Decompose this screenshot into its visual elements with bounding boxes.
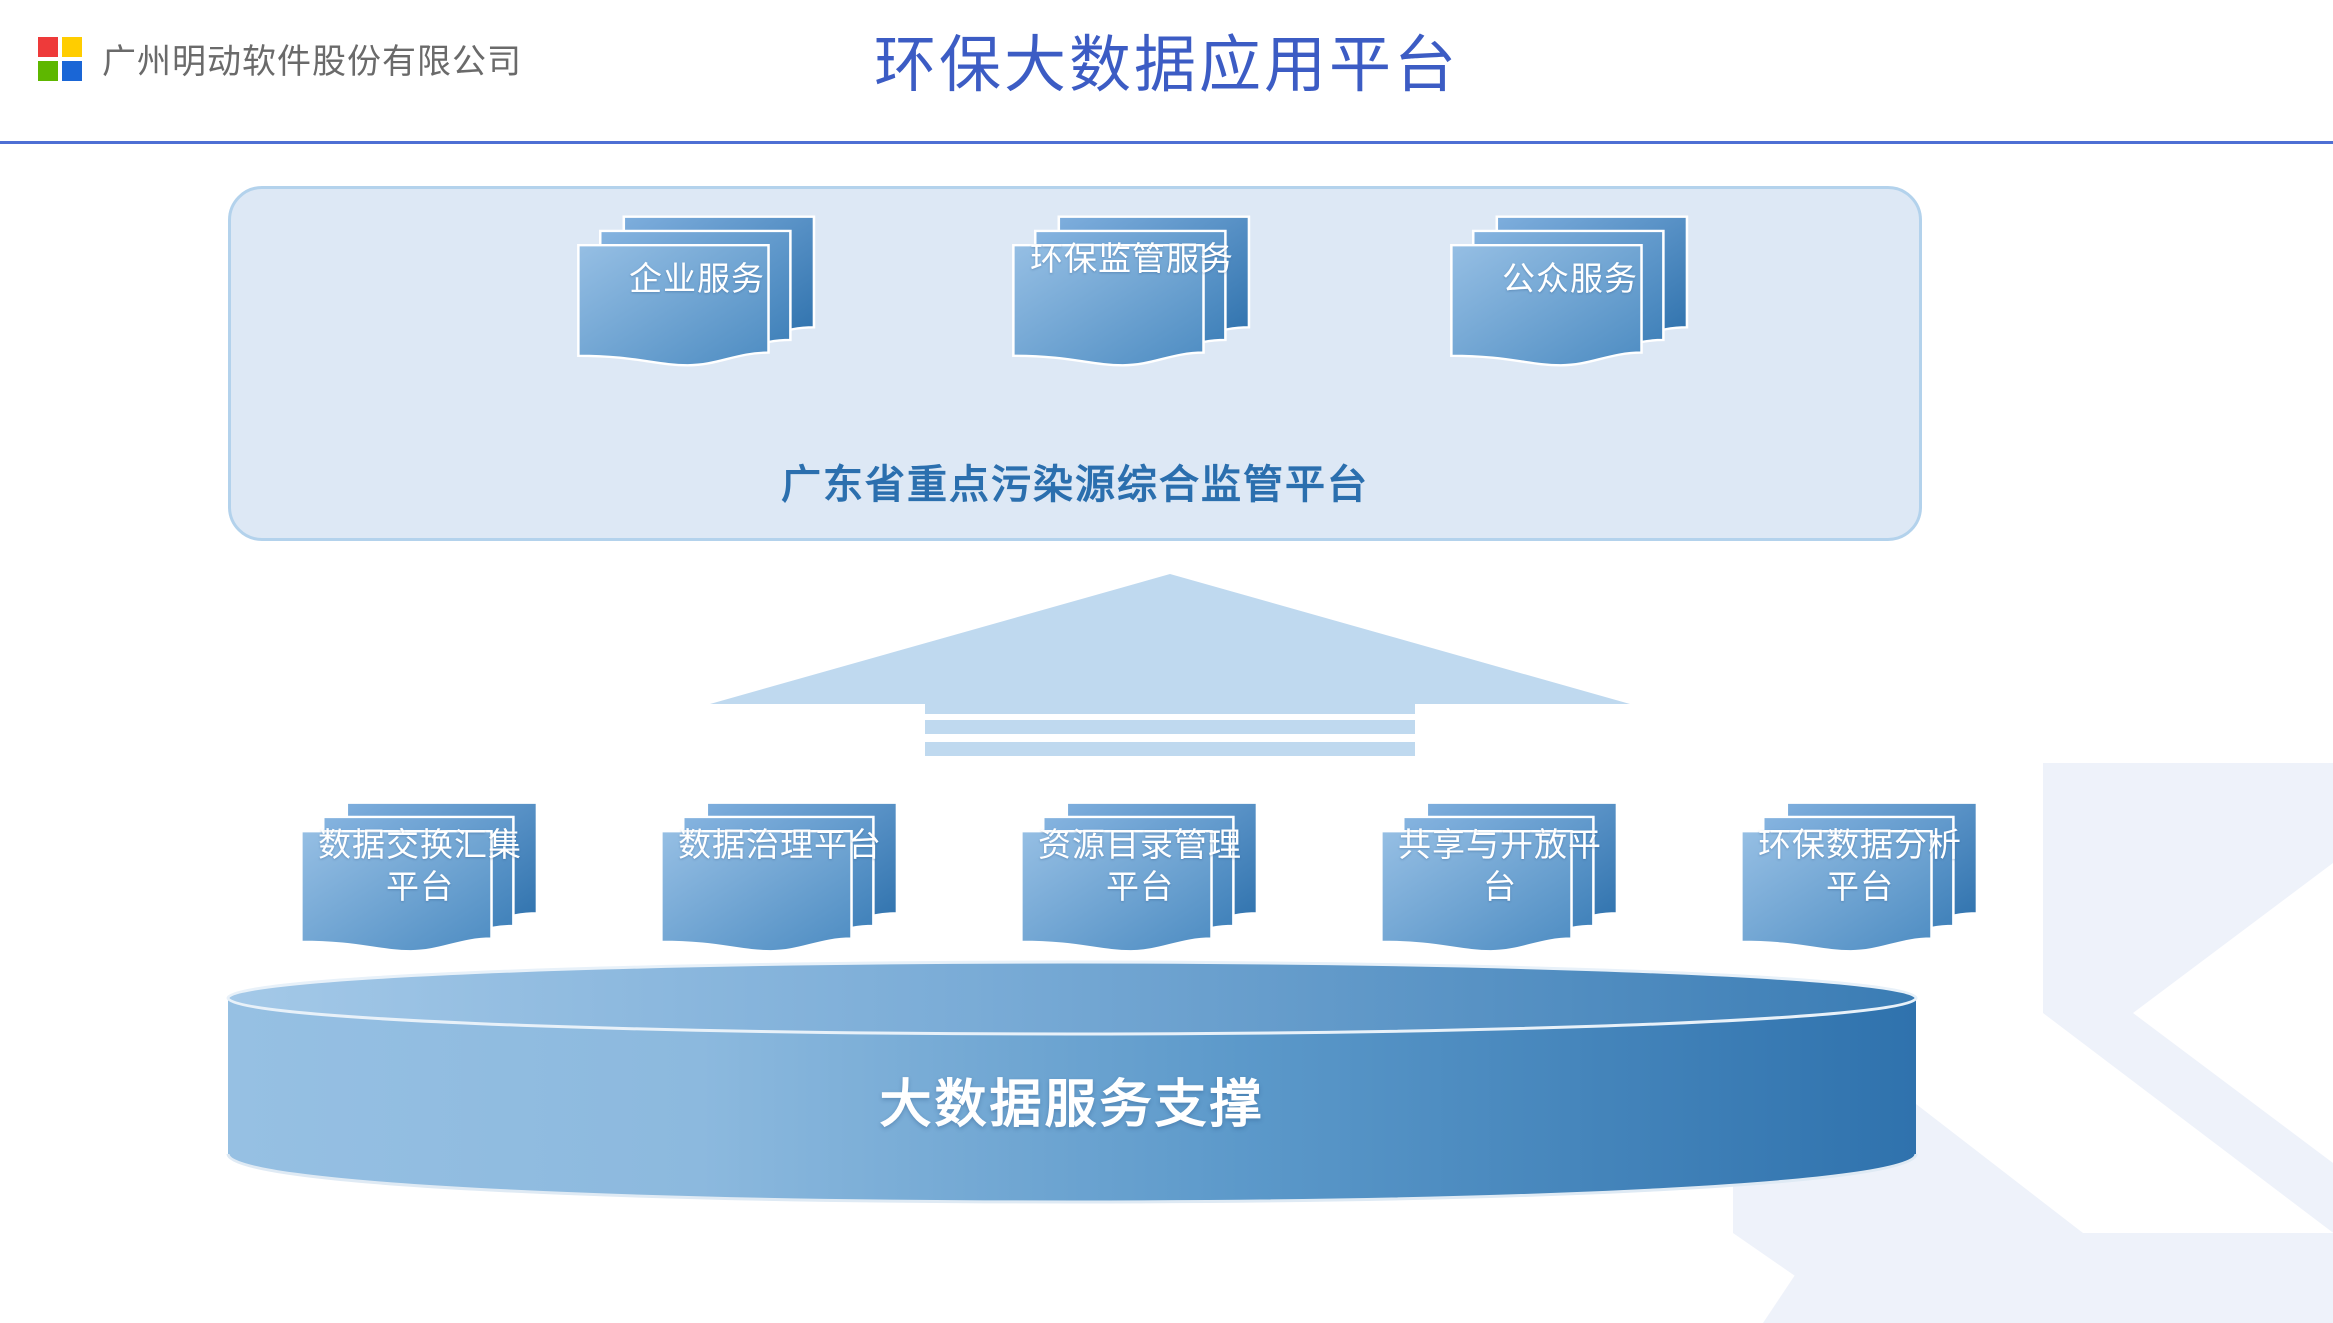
support-card-resource-catalog[interactable]: 资源目录管理平台	[1018, 798, 1262, 956]
page-header: 广州明动软件股份有限公司 环保大数据应用平台	[0, 0, 2333, 144]
header-divider	[0, 141, 2333, 144]
support-card-label: 环保数据分析平台	[1758, 826, 1962, 905]
support-cylinder: 大数据服务支撑	[222, 958, 1922, 1208]
support-card-label: 数据交换汇集平台	[318, 826, 522, 905]
support-card-data-exchange[interactable]: 数据交换汇集平台	[298, 798, 542, 956]
page-title: 环保大数据应用平台	[873, 31, 1459, 100]
up-arrow-icon	[710, 574, 1630, 756]
app-card-enterprise-service[interactable]: 企业服务	[575, 212, 819, 370]
brand: 广州明动软件股份有限公司	[38, 34, 522, 83]
app-card-public-service[interactable]: 公众服务	[1448, 212, 1692, 370]
support-card-label: 资源目录管理平台	[1038, 826, 1242, 905]
application-panel-label: 广东省重点污染源综合监管平台	[781, 463, 1369, 507]
four-square-logo-icon	[38, 36, 82, 81]
app-card-label: 公众服务	[1502, 260, 1638, 297]
support-card-data-governance[interactable]: 数据治理平台	[658, 798, 902, 956]
support-cylinder-label: 大数据服务支撑	[879, 1076, 1265, 1134]
support-card-label: 共享与开放平台	[1398, 826, 1602, 905]
support-card-data-analysis[interactable]: 环保数据分析平台	[1738, 798, 1982, 956]
app-card-label: 企业服务	[629, 260, 765, 297]
app-card-label: 环保监管服务	[1030, 240, 1234, 277]
support-card-label: 数据治理平台	[678, 826, 882, 863]
company-name: 广州明动软件股份有限公司	[102, 43, 522, 81]
app-card-regulation-service[interactable]: 环保监管服务	[1010, 212, 1254, 370]
support-card-share-open[interactable]: 共享与开放平台	[1378, 798, 1622, 956]
